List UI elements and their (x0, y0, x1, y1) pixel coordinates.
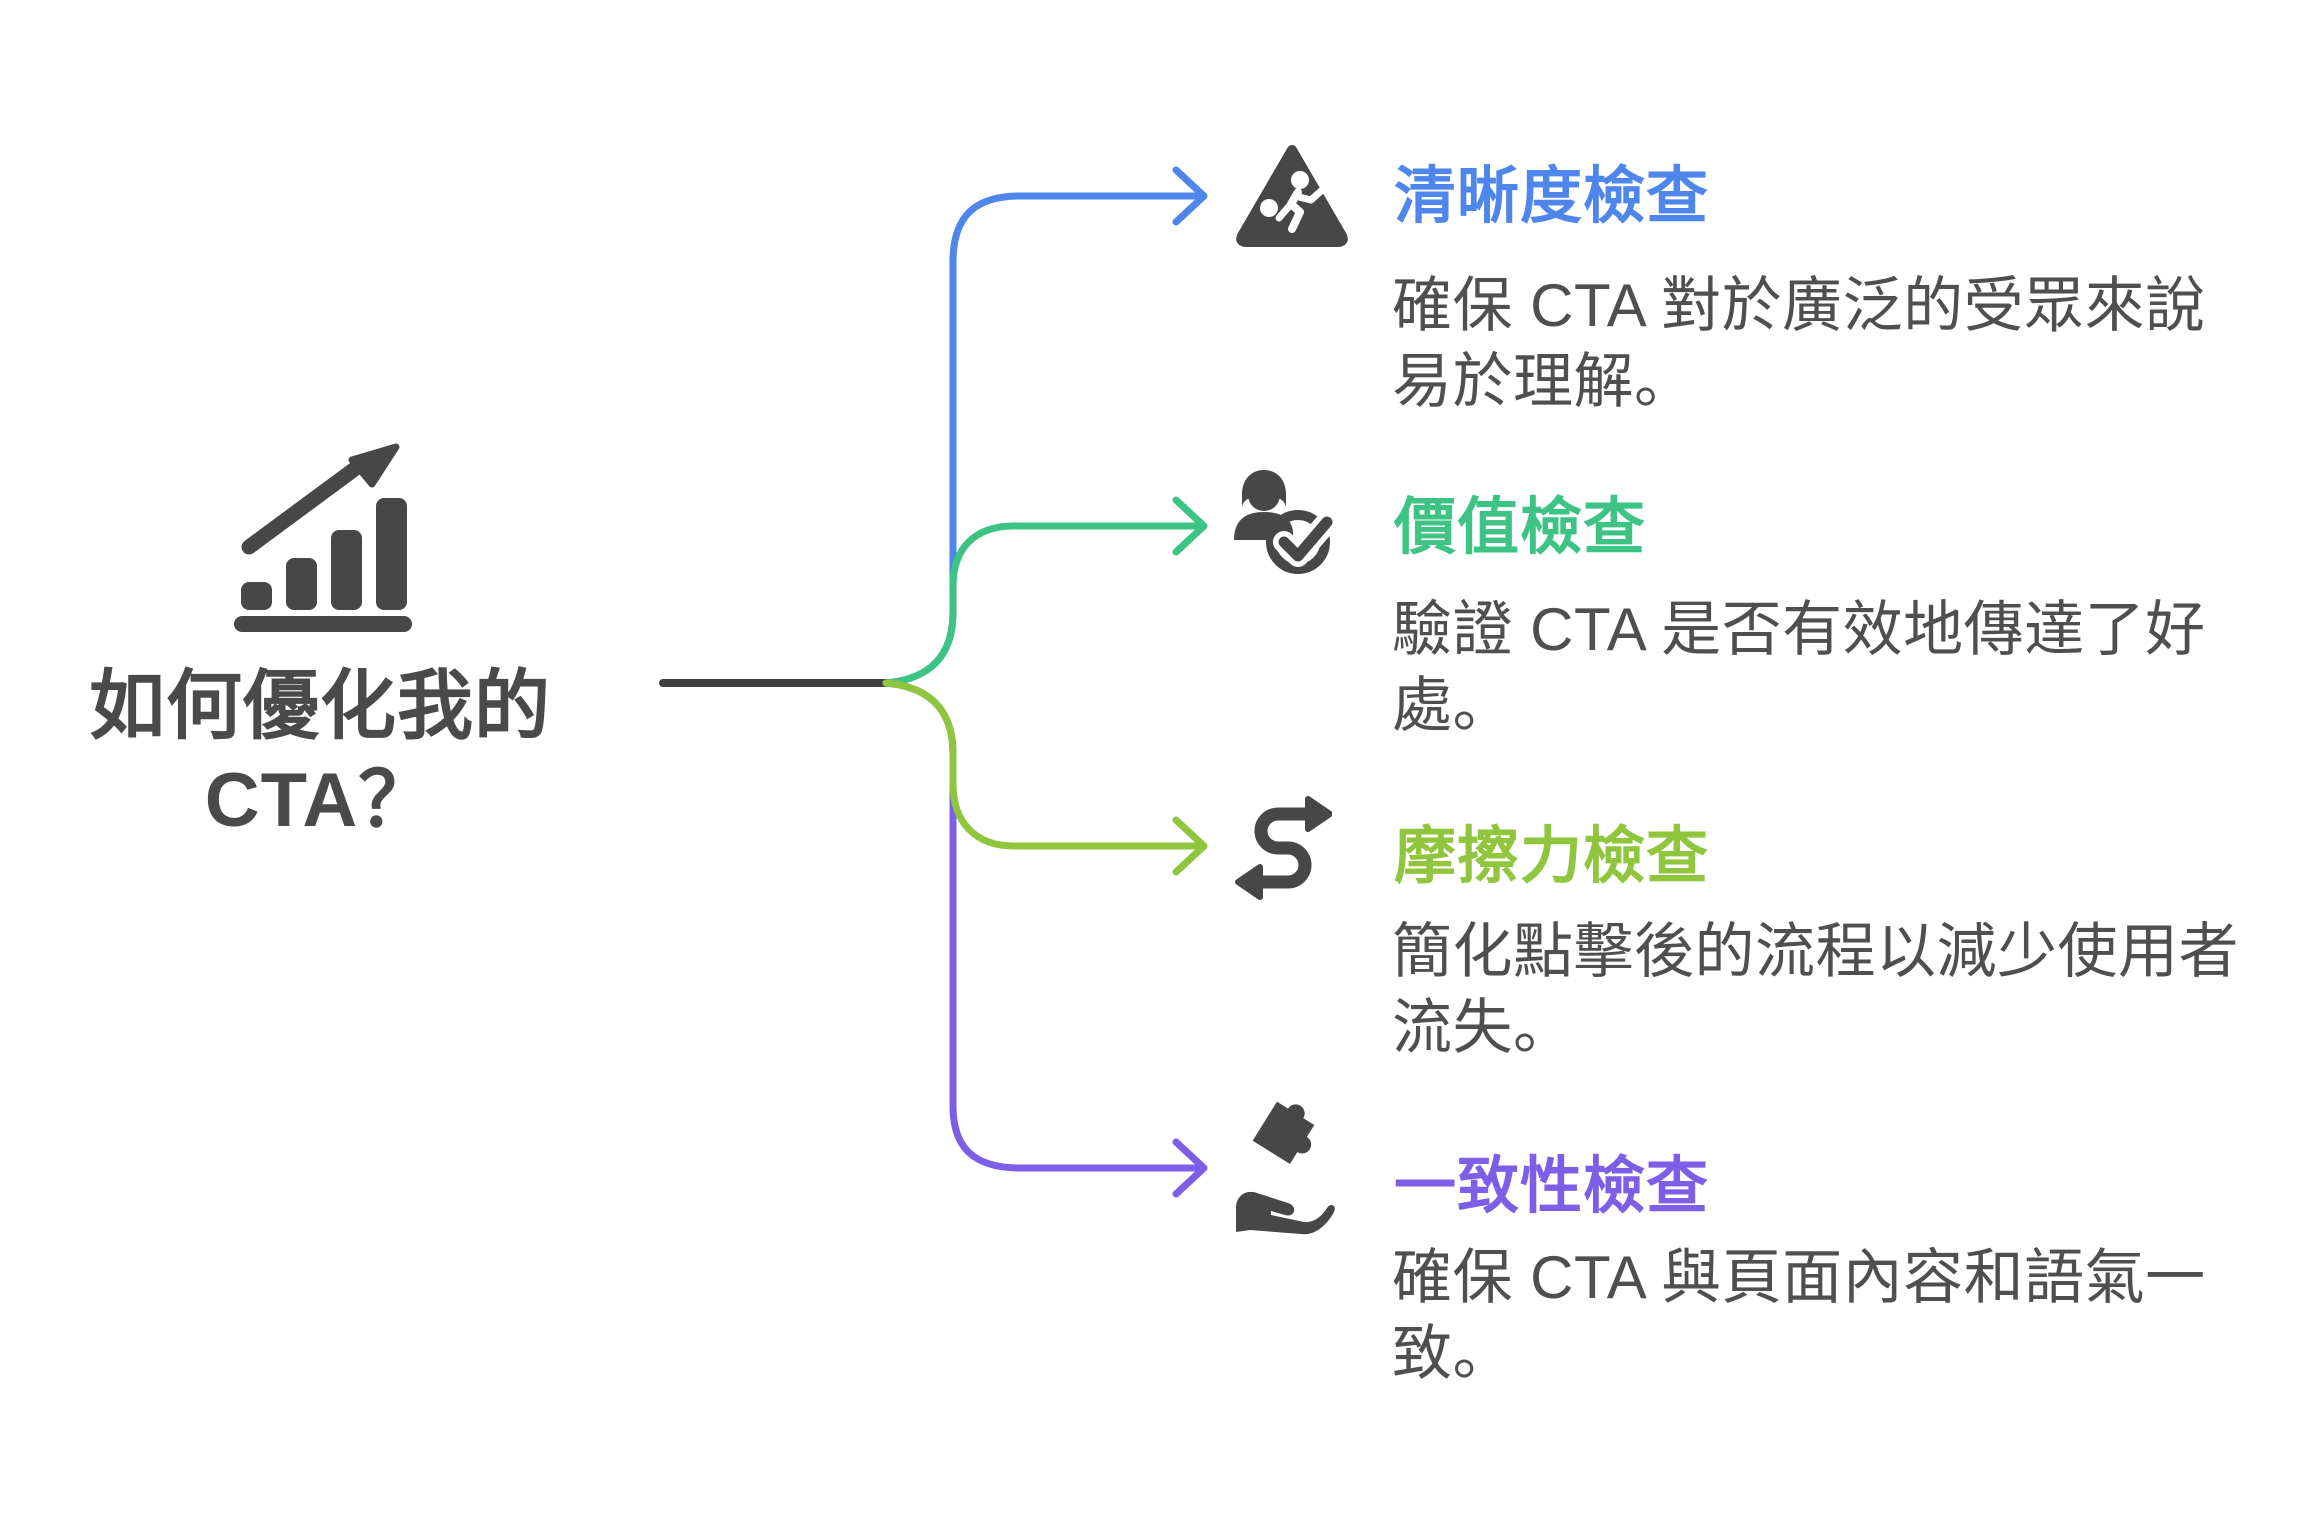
arrowhead-clarity (1172, 166, 1208, 226)
arrowhead-friction (1172, 816, 1208, 876)
growth-bar-chart-icon (233, 442, 413, 634)
branch-description-clarity: 確保 CTA 對於廣泛的受眾來說 易於理解。 (1392, 272, 2206, 415)
connector-friction (882, 679, 1208, 876)
caution-runner-icon (1236, 140, 1348, 252)
branch-description-consistency: 確保 CTA 與頁面內容和語氣一 致。 (1392, 1244, 2206, 1387)
branch-description-friction: 簡化點擊後的流程以減少使用者 流失。 (1392, 918, 2239, 1061)
connector-clarity (882, 166, 1208, 687)
branch-description-value: 驗證 CTA 是否有效地傳達了好 處。 (1392, 596, 2206, 739)
arrowhead-value (1172, 496, 1208, 556)
branch-title-clarity: 清晰度檢查 (1394, 162, 1710, 231)
connector-value (882, 496, 1208, 687)
s-curve-arrows-icon (1234, 786, 1332, 908)
branch-title-friction: 摩擦力檢查 (1394, 822, 1710, 891)
person-check-icon (1228, 464, 1336, 586)
center-node-title: 如何優化我的 CTA？ (89, 664, 551, 843)
branch-title-consistency: 一致性檢查 (1394, 1152, 1710, 1221)
branch-title-value: 價值檢查 (1394, 493, 1647, 562)
hand-holding-puzzle-icon (1230, 1086, 1336, 1238)
connector-consistency (882, 679, 1208, 1198)
arrowhead-consistency (1172, 1138, 1208, 1198)
